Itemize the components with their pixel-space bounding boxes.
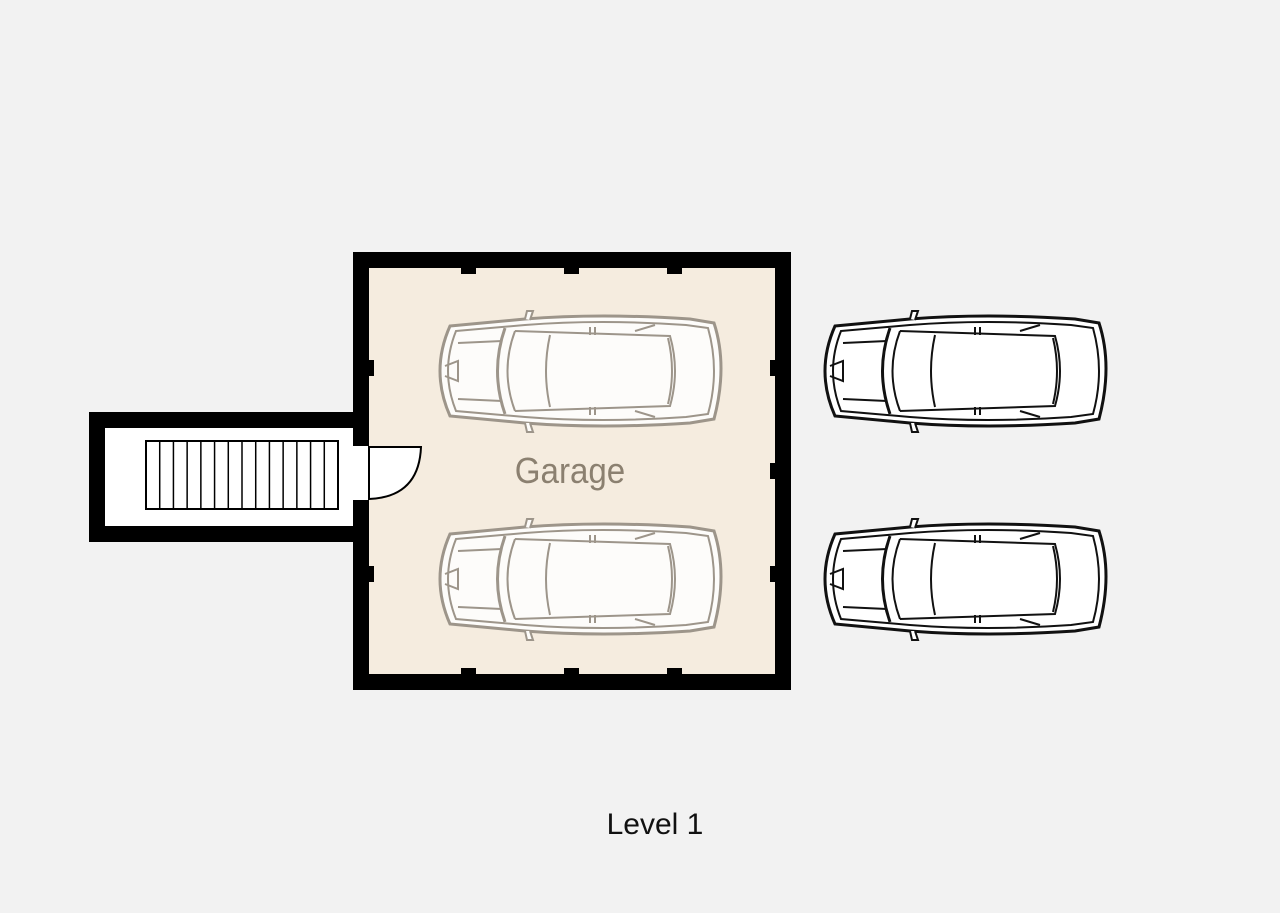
level-label: Level 1 xyxy=(606,808,704,841)
driveway-car xyxy=(823,309,1108,434)
room-label-garage: Garage xyxy=(514,450,626,491)
driveway-car xyxy=(823,517,1108,642)
garage-car xyxy=(438,309,723,434)
staircase xyxy=(145,440,339,510)
door-swing xyxy=(368,446,423,501)
driveway-cars xyxy=(823,309,1108,642)
doorway-opening xyxy=(353,446,369,500)
wall-notches xyxy=(367,266,777,676)
garage-car xyxy=(438,517,723,642)
